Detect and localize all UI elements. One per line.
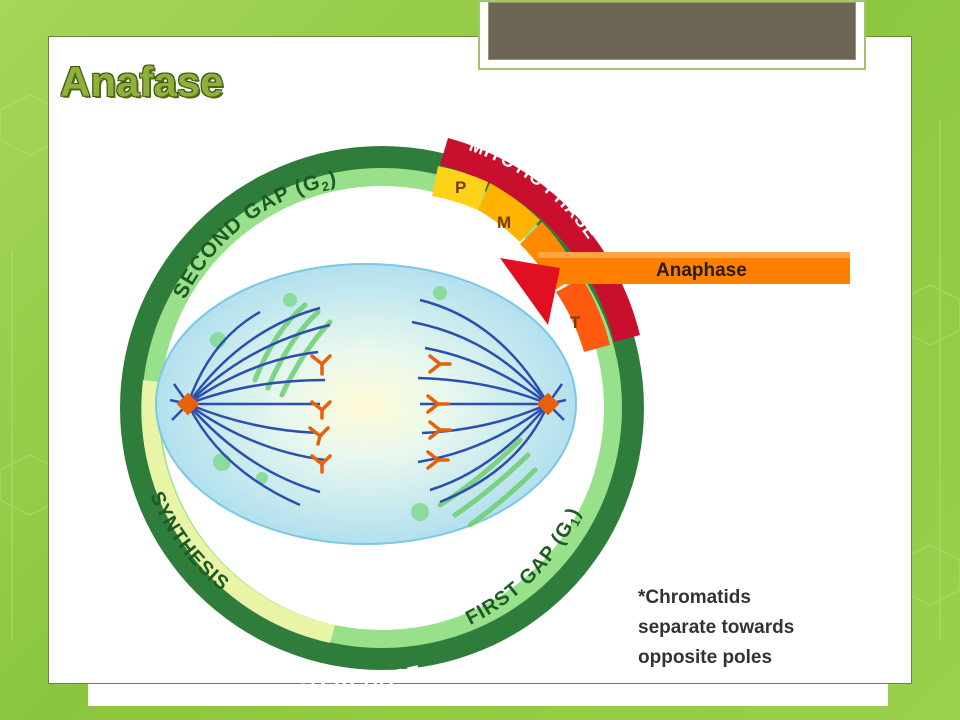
slide-title: Anafase — [60, 58, 224, 105]
anaphase-callout-highlight — [538, 252, 850, 258]
chromatids-left — [308, 354, 332, 474]
metaphase-segment — [478, 183, 540, 242]
spindle-left — [169, 306, 331, 507]
phase-letter-t: T — [570, 313, 581, 332]
anaphase-arrow-head — [500, 258, 560, 325]
phase-letter-p: P — [455, 178, 466, 197]
title-placeholder-box — [478, 0, 866, 70]
note-line-3: opposite poles — [638, 647, 773, 668]
note-line-2: separate towards — [638, 617, 795, 638]
synthesis-band — [141, 380, 335, 643]
note-line-1: *Chromatids — [638, 587, 751, 608]
chromatids-note: *Chromatids separate towards opposite po… — [638, 583, 898, 673]
telophase-segment — [556, 278, 610, 352]
slide-bottom-strip — [88, 684, 888, 706]
centrosome-right — [536, 392, 560, 416]
phase-letter-m: M — [497, 213, 511, 232]
mitotic-phase-band — [440, 138, 640, 342]
anaphase-callout-label: Anaphase — [656, 260, 747, 281]
chromatids-right — [426, 354, 452, 470]
title-placeholder-fill — [488, 2, 856, 60]
prophase-segment — [432, 166, 488, 210]
